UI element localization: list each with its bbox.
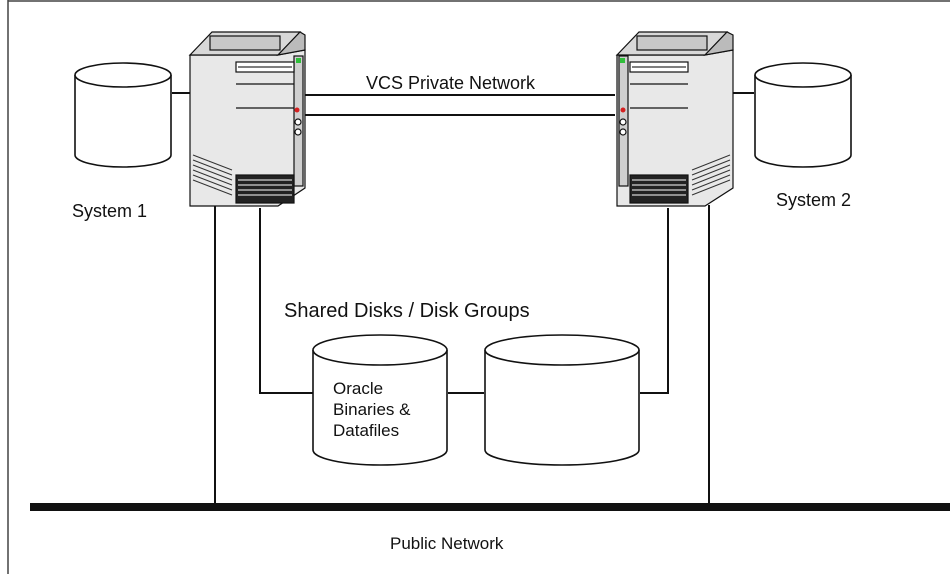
public-network-bar xyxy=(30,503,950,511)
system1-server-icon xyxy=(188,31,306,207)
shared-disk-oracle xyxy=(312,334,448,466)
system2-server-icon xyxy=(615,31,734,207)
shared-disks-label: Shared Disks / Disk Groups xyxy=(284,300,530,322)
system1-label: System 1 xyxy=(72,201,147,221)
system2-local-disk xyxy=(754,62,852,168)
system1-local-disk xyxy=(74,62,172,168)
system2-label: System 2 xyxy=(776,190,851,210)
oracle-label-line3: Datafiles xyxy=(333,421,399,440)
oracle-label-line2: Binaries & xyxy=(333,400,411,419)
system1-shared-disk-link xyxy=(259,208,313,394)
system2-shared-disk-link xyxy=(640,208,669,394)
private-network-label: VCS Private Network xyxy=(366,73,536,93)
oracle-label-line1: Oracle xyxy=(333,379,383,398)
public-network-label: Public Network xyxy=(390,534,504,553)
shared-disk-2 xyxy=(484,334,640,466)
